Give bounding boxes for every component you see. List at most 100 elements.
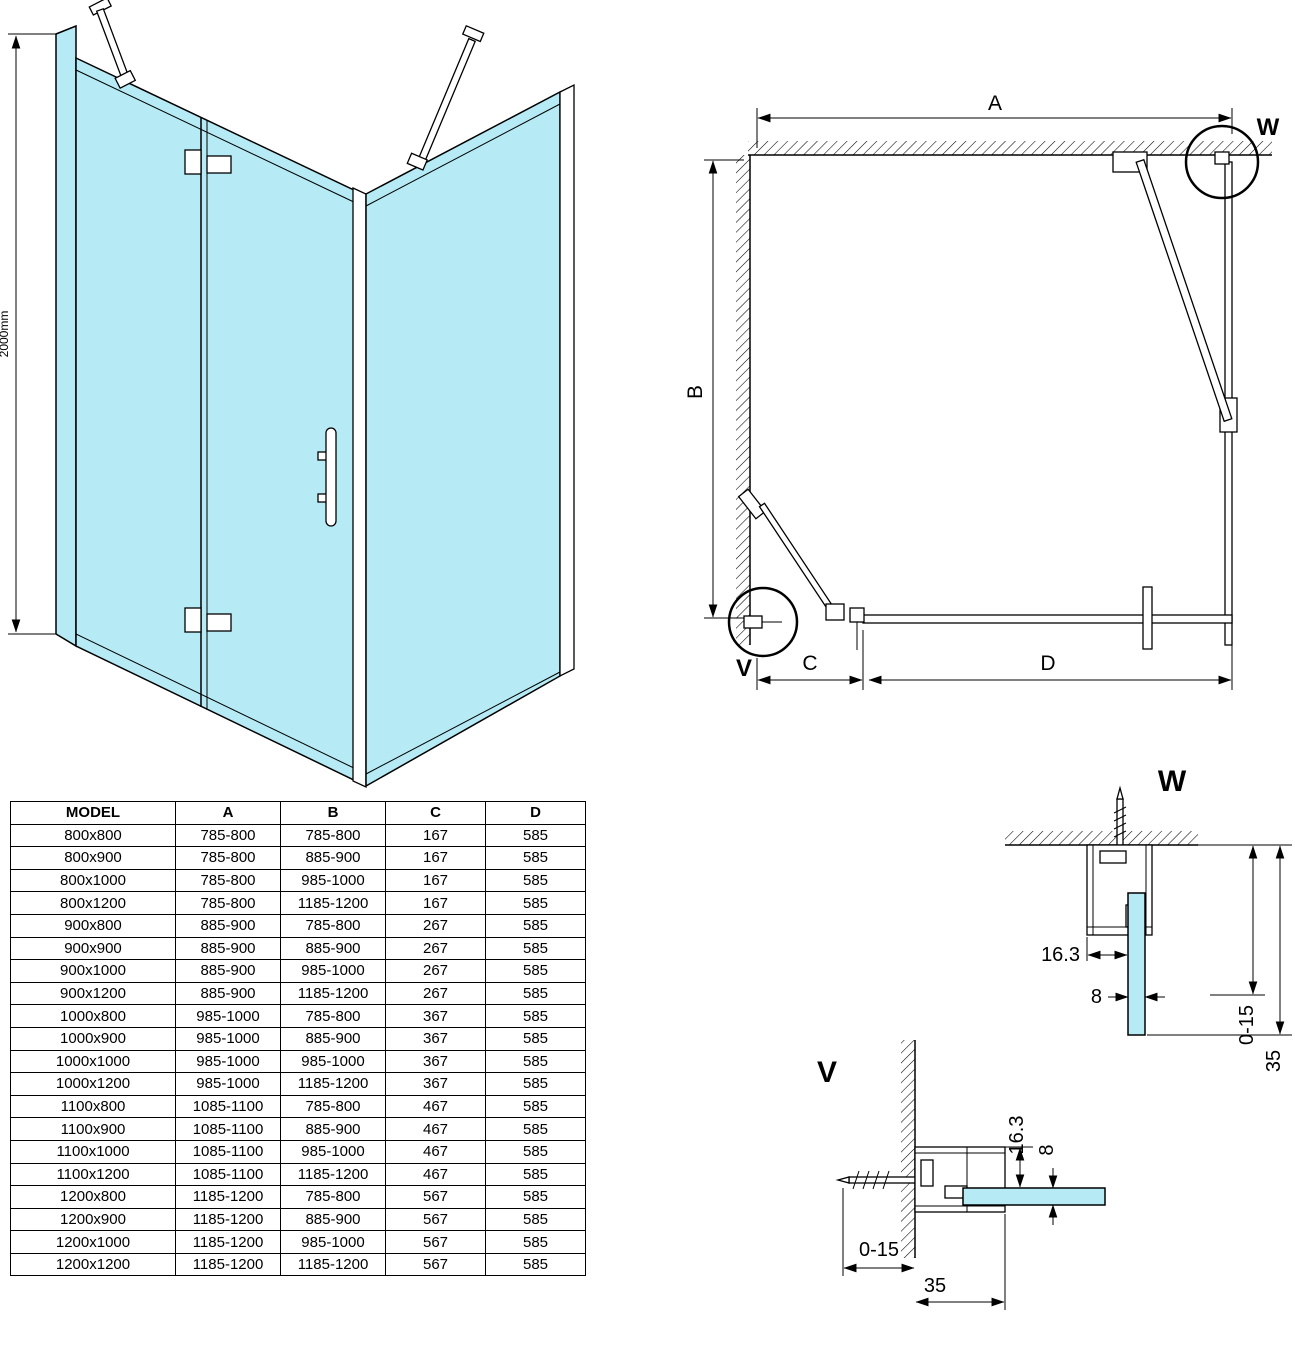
dim-glass-w-label: 8 bbox=[1091, 986, 1102, 1008]
table-cell: 585 bbox=[485, 936, 586, 961]
table-cell: 785-800 bbox=[280, 823, 386, 848]
table-cell: 267 bbox=[385, 913, 486, 938]
table-cell: 985-1000 bbox=[280, 1230, 386, 1254]
header-d: D bbox=[485, 801, 586, 825]
dim-offset-v-label: 16.3 bbox=[1006, 1116, 1028, 1155]
support-brace-left bbox=[88, 0, 137, 89]
height-dimension: 2000mm bbox=[0, 33, 58, 635]
table-cell: 1185-1200 bbox=[280, 1162, 386, 1187]
table-cell: 785-800 bbox=[175, 891, 281, 915]
dim-offset-v: 16.3 bbox=[1005, 1116, 1033, 1188]
table-cell: 267 bbox=[385, 981, 486, 1006]
dim-adjust-v: 0-15 bbox=[842, 1188, 915, 1276]
table-cell: 467 bbox=[385, 1117, 486, 1141]
table-cell: 885-900 bbox=[280, 936, 386, 961]
glass-panel-w bbox=[1127, 892, 1146, 1036]
table-cell: 567 bbox=[385, 1185, 486, 1209]
detail-circle-v: V bbox=[727, 586, 799, 682]
table-cell: 167 bbox=[385, 891, 486, 915]
table-header-row: MODEL A B C D bbox=[10, 801, 586, 825]
table-cell: 885-900 bbox=[175, 959, 281, 983]
table-cell: 885-900 bbox=[280, 846, 386, 870]
table-cell: 267 bbox=[385, 936, 486, 961]
dimension-a-label: A bbox=[988, 92, 1002, 115]
dim-glass-v-label: 8 bbox=[1036, 1144, 1058, 1155]
table-cell: 585 bbox=[485, 1207, 586, 1232]
table-cell: 1100x800 bbox=[10, 1094, 176, 1119]
dimension-b-label: B bbox=[684, 385, 707, 399]
door-wall-bracket bbox=[737, 488, 767, 520]
table-cell: 885-900 bbox=[175, 936, 281, 961]
bottom-hinge bbox=[184, 607, 232, 633]
dimension-b: B bbox=[684, 159, 744, 619]
table-cell: 1000x1200 bbox=[10, 1072, 176, 1096]
table-cell: 1185-1200 bbox=[175, 1185, 281, 1209]
table-cell: 985-1000 bbox=[175, 1049, 281, 1074]
table-cell: 1185-1200 bbox=[175, 1207, 281, 1232]
table-cell: 1185-1200 bbox=[280, 1252, 386, 1277]
table-cell: 900x1200 bbox=[10, 981, 176, 1006]
mounting-screw-w bbox=[1113, 785, 1127, 846]
table-cell: 1200x1200 bbox=[10, 1252, 176, 1277]
dim-profile-v-label: 35 bbox=[924, 1275, 946, 1297]
table-cell: 585 bbox=[485, 868, 586, 893]
table-cell: 1185-1200 bbox=[280, 891, 386, 915]
table-cell: 885-900 bbox=[175, 981, 281, 1006]
mounting-screw-v bbox=[835, 1170, 916, 1190]
dimension-c: C bbox=[756, 630, 864, 690]
table-cell: 1085-1100 bbox=[175, 1094, 281, 1119]
top-hinge bbox=[184, 149, 232, 175]
table-cell: 985-1000 bbox=[280, 959, 386, 983]
door-plan bbox=[737, 488, 865, 650]
table-cell: 785-800 bbox=[280, 913, 386, 938]
table-cell: 985-1000 bbox=[280, 868, 386, 893]
table-cell: 585 bbox=[485, 823, 586, 848]
table-cell: 900x900 bbox=[10, 936, 176, 961]
height-dimension-label: 2000mm bbox=[0, 311, 11, 358]
dim-profile-v: 35 bbox=[915, 1214, 1006, 1310]
detail-v-ref-label: V bbox=[736, 655, 752, 682]
table-cell: 585 bbox=[485, 913, 586, 938]
table-cell: 885-900 bbox=[280, 1026, 386, 1051]
header-a: A bbox=[175, 801, 281, 825]
header-model: MODEL bbox=[10, 801, 176, 825]
table-cell: 800x900 bbox=[10, 846, 176, 870]
table-cell: 585 bbox=[485, 1049, 586, 1074]
wall-v bbox=[901, 1040, 916, 1258]
dim-adjust-v-label: 0-15 bbox=[859, 1239, 899, 1261]
table-cell: 885-900 bbox=[280, 1117, 386, 1141]
left-wall-hatch bbox=[736, 155, 750, 645]
dim-profile-w: 35 bbox=[1147, 845, 1292, 1072]
top-fitting bbox=[1214, 151, 1230, 165]
table-cell: 367 bbox=[385, 1072, 486, 1096]
dim-glass-w: 8 bbox=[1091, 986, 1165, 1008]
table-cell: 1085-1100 bbox=[175, 1117, 281, 1141]
table-cell: 467 bbox=[385, 1162, 486, 1187]
table-cell: 800x1000 bbox=[10, 868, 176, 893]
table-cell: 1185-1200 bbox=[280, 981, 386, 1006]
table-cell: 1000x1000 bbox=[10, 1049, 176, 1074]
table-cell: 585 bbox=[485, 1139, 586, 1164]
ceiling-w bbox=[1005, 831, 1198, 846]
right-wall-profile bbox=[559, 83, 575, 678]
table-cell: 367 bbox=[385, 1049, 486, 1074]
bottom-wall-fitting bbox=[743, 615, 763, 629]
table-cell: 585 bbox=[485, 1094, 586, 1119]
table-cell: 985-1000 bbox=[280, 1049, 386, 1074]
detail-w-title: W bbox=[1158, 765, 1187, 798]
table-cell: 585 bbox=[485, 1072, 586, 1096]
detail-v-title: V bbox=[817, 1056, 837, 1089]
table-cell: 367 bbox=[385, 1026, 486, 1051]
table-cell: 985-1000 bbox=[175, 1004, 281, 1028]
table-cell: 585 bbox=[485, 846, 586, 870]
